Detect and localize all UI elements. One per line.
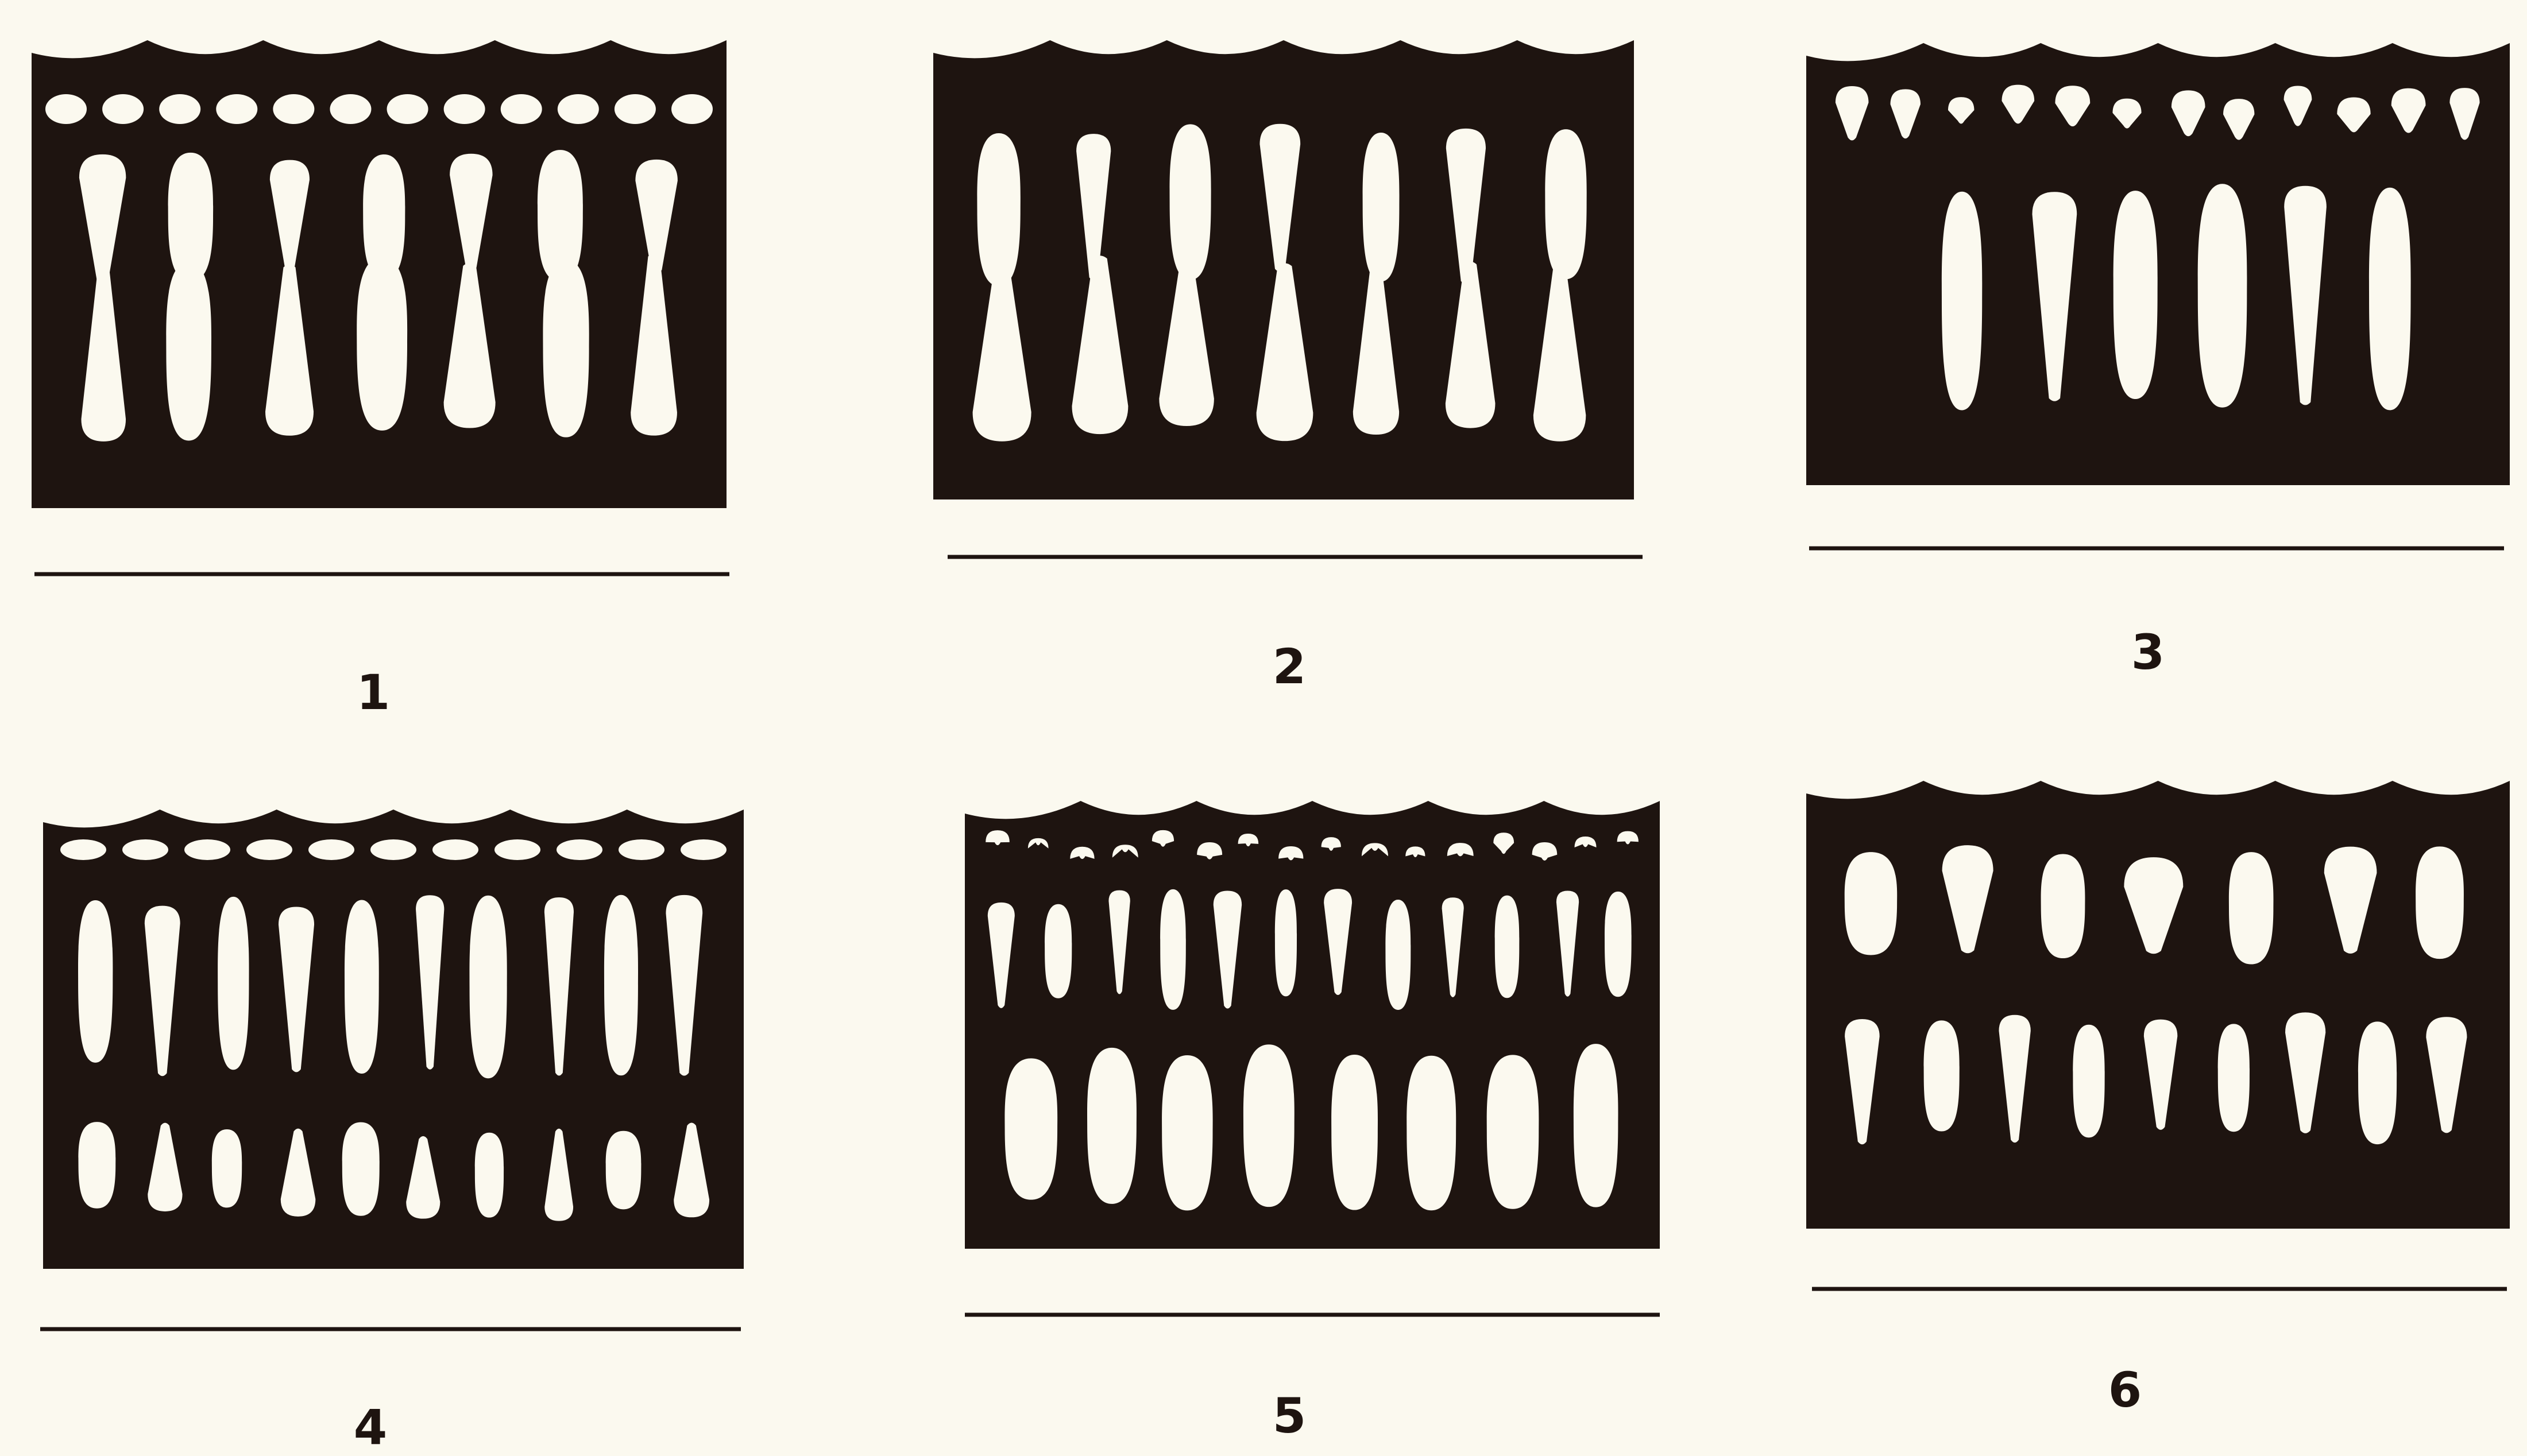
wall-section [965,824,1660,1249]
cell-lumen [1495,896,1520,998]
cell-lumen [1087,1048,1137,1204]
figure-number: 4 [354,1399,387,1455]
cell-lumen [1331,1055,1378,1210]
cell-lumen [475,1133,504,1218]
figure-3: 3 [1806,43,2510,680]
pore [246,839,292,860]
cell-lumen [1162,1055,1213,1210]
cell-lumen [1845,852,1897,955]
pore [308,839,354,860]
cell-lumen [166,262,211,440]
cell-lumen [342,1122,380,1216]
pore [671,94,713,124]
cell-lumen [2198,184,2247,408]
cell-lumen [1407,1056,1456,1210]
cell-lumen [1385,900,1411,1010]
cell-lumen [345,900,379,1074]
pore [444,94,485,124]
cell-lumen [604,895,638,1075]
pore [681,839,727,860]
pore [370,839,416,860]
cell-lumen [357,257,407,431]
figure-4: 4 [40,810,744,1455]
pore [557,839,602,860]
cell-lumen [1363,133,1400,281]
cell-lumen [543,260,589,437]
cell-lumen [2369,188,2411,411]
cell-lumen [2041,854,2085,959]
figure-number: 3 [2131,624,2165,680]
pore [330,94,371,124]
figure-1: 1 [32,40,729,721]
pore [102,94,144,124]
cell-lumen [1243,1044,1295,1207]
wall-section [43,832,744,1269]
figure-number: 1 [357,664,390,721]
cell-lumen [2229,852,2274,964]
cell-lumen [212,1129,242,1207]
figure-number: 2 [1273,638,1306,695]
pore [615,94,656,124]
figure-6: 6 [1806,781,2510,1418]
pore [159,94,200,124]
pore [122,839,168,860]
cell-lumen [1004,1058,1057,1199]
cell-lumen [1045,904,1072,998]
figure-5: 5 [965,801,1660,1444]
cell-lumen [78,900,113,1063]
pore [216,94,257,124]
pore [60,839,106,860]
cell-lumen [2073,1025,2104,1138]
cell-lumen [606,1131,642,1210]
pore [619,839,664,860]
figure-number: 5 [1273,1388,1306,1444]
pore [558,94,599,124]
cell-lumen [2113,191,2158,399]
cell-lumen [218,897,249,1070]
cell-lumen [78,1122,115,1209]
cell-lumen [1574,1044,1618,1207]
cell-lumen [1924,1020,1960,1131]
pore [501,94,542,124]
cell-lumen [469,896,507,1079]
pore [387,94,428,124]
cell-lumen [2218,1024,2250,1132]
cell-lumen [2416,846,2464,959]
cell-lumen [1605,892,1632,997]
figure-2: 2 [933,40,1643,695]
cell-lumen [1942,192,1982,411]
pore [184,839,230,860]
pore [432,839,478,860]
pore [494,839,540,860]
pore [273,94,314,124]
cell-lumen [2358,1021,2397,1144]
cell-lumen [1545,129,1586,279]
pore [45,94,87,124]
cell-lumen [1160,889,1186,1010]
cell-lumen [1487,1055,1539,1209]
cell-lumen [1275,889,1297,996]
cell-lumen [1170,124,1211,280]
figure-number: 6 [2108,1362,2142,1418]
